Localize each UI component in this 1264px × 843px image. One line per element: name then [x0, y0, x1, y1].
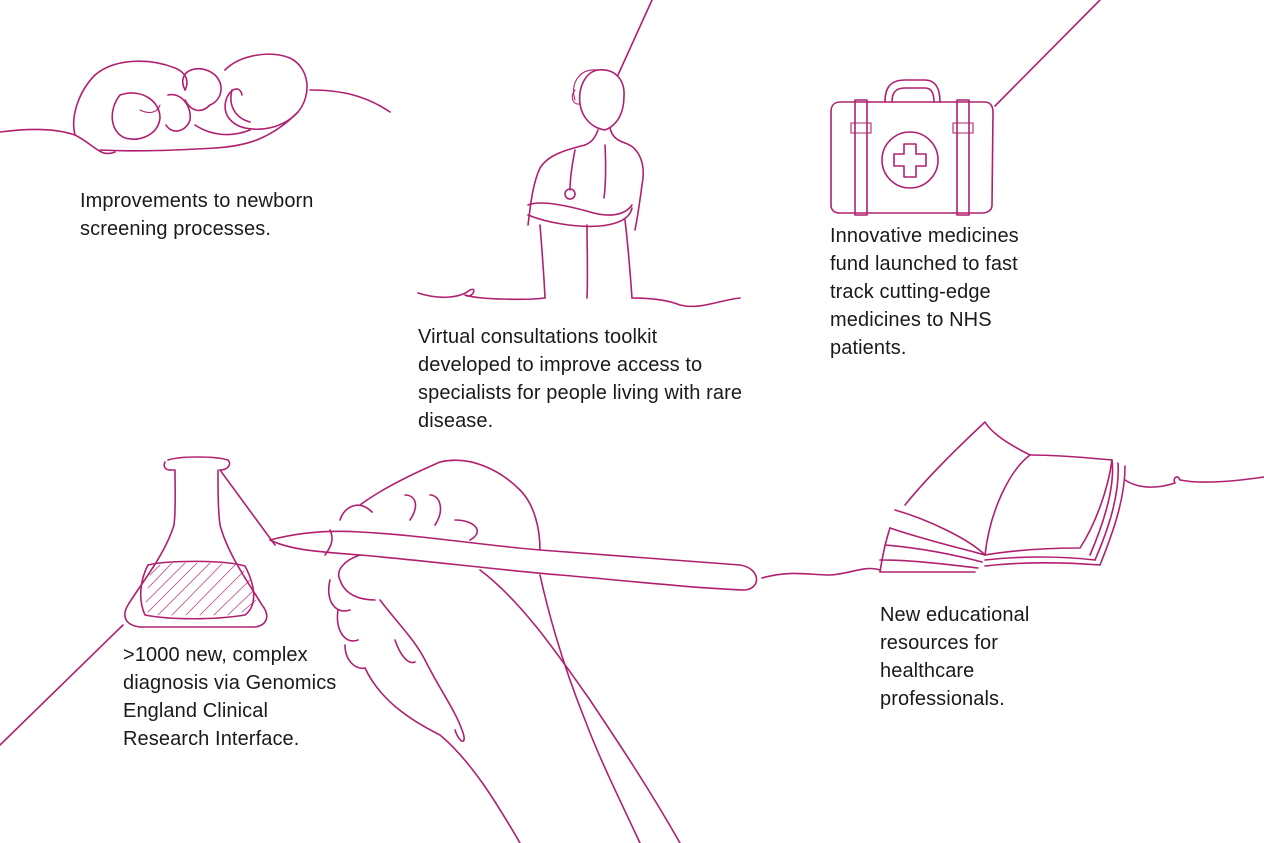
first-aid-kit-icon [830, 0, 1101, 216]
open-book-icon [879, 421, 1264, 573]
sleeping-baby-icon [0, 53, 391, 155]
caption-newborn-screening: Improvements to newborn screening proces… [80, 190, 314, 240]
caption-educational-resources: New educational resources for healthcare… [880, 604, 1030, 710]
lab-flask-icon [0, 456, 276, 746]
drawing-hand-icon [269, 459, 881, 843]
caption-medicines-fund: Innovative medicines fund launched to fa… [830, 225, 1019, 359]
caption-genomics-diagnosis: >1000 new, complex diagnosis via Genomic… [123, 644, 337, 750]
doctor-icon [417, 0, 741, 308]
caption-virtual-consultations: Virtual consultations toolkit developed … [418, 326, 743, 432]
